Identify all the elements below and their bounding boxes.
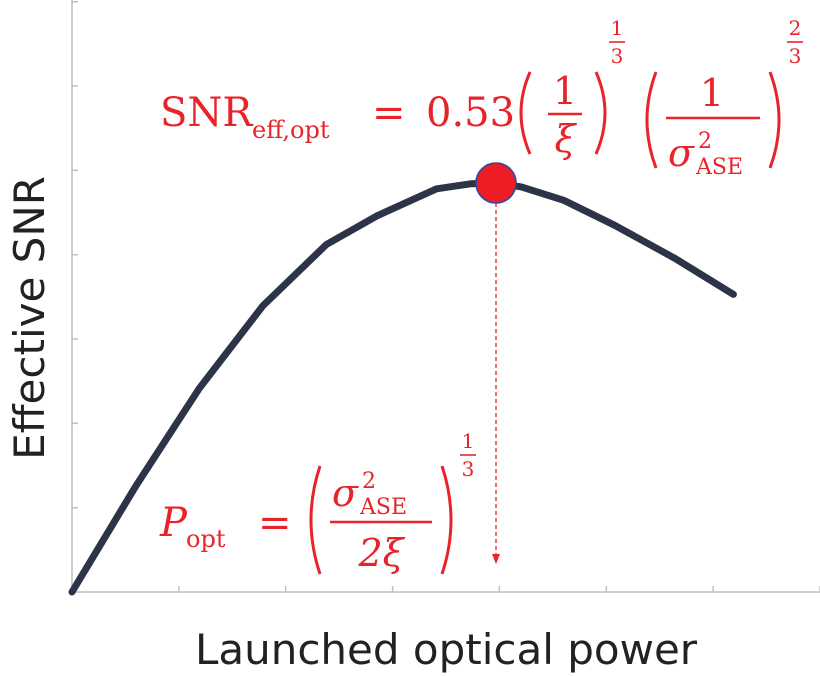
eq1-frac1-den: ξ [555, 117, 578, 161]
eq1-frac2-den-sup: 2 [698, 129, 712, 154]
snr-curve [68, 179, 737, 596]
eq2-num-sup: 2 [362, 469, 376, 494]
optimum-point [475, 162, 517, 204]
axes [71, 0, 820, 593]
eq1-exp1-num: 1 [611, 16, 624, 40]
eq1-exp2-num: 2 [789, 16, 802, 40]
plot-area [68, 162, 737, 596]
snr-eff-opt-equation: SNR eff,opt = 0.53 1 ξ 1 3 1 σ 2 ASE 2 3 [160, 16, 803, 180]
eq1-paren2-left [645, 71, 658, 169]
eq1-exp2-den: 3 [789, 44, 802, 68]
eq1-frac2-den-sub: ASE [695, 155, 743, 180]
eq2-lhs: P [159, 500, 188, 546]
eq1-equals: = [372, 90, 406, 136]
eq1-lhs: SNR [160, 90, 254, 136]
eq1-exp1-den: 3 [611, 44, 624, 68]
eq2-equals: = [258, 500, 292, 546]
x-ticks [178, 586, 820, 592]
x-axis-label: Launched optical power [195, 625, 698, 674]
optimum-arrow-head [492, 554, 500, 564]
eq1-coeff: 0.53 [426, 90, 515, 136]
eq2-num-sub: ASE [359, 495, 407, 520]
eq2-lhs-sub: opt [186, 525, 226, 553]
y-ticks [72, 0, 78, 509]
eq2-num-base: σ [332, 471, 359, 515]
eq1-frac1-num: 1 [553, 69, 577, 113]
eq1-lhs-sub: eff,opt [252, 116, 330, 144]
eq2-paren-left [309, 465, 322, 575]
eq2-paren-right [440, 465, 453, 575]
p-opt-equation: P opt = σ 2 ASE 2ξ 1 3 [159, 429, 476, 575]
eq1-frac2-den-base: σ [668, 131, 695, 175]
eq2-den: 2ξ [357, 531, 405, 575]
eq1-paren1-right [594, 71, 607, 155]
eq2-exp-den: 3 [462, 457, 475, 481]
y-axis-label: Effective SNR [5, 176, 54, 460]
eq1-paren1-left [519, 71, 532, 155]
eq1-frac2-num: 1 [700, 71, 724, 115]
eq1-paren2-right [768, 71, 781, 169]
eq2-exp-num: 1 [462, 429, 475, 453]
